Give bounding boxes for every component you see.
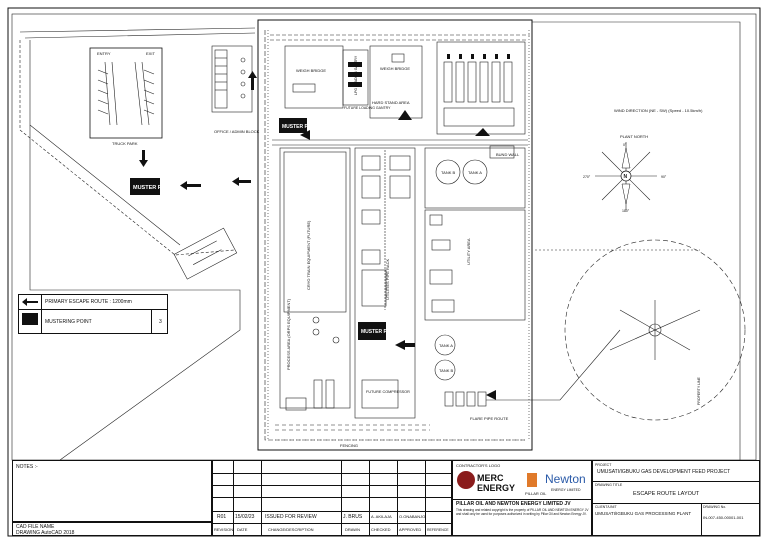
tank-b: [435, 159, 461, 185]
flare-radius-circle: [564, 239, 746, 421]
svg-text:TANK B: TANK B: [441, 170, 455, 175]
rev-approved: O.ONABANJO: [399, 514, 426, 519]
rev-drawn: J. BRUS: [343, 514, 363, 520]
jv-note: This drawing and related copyright is th…: [456, 508, 589, 516]
tank-b-lower: [434, 359, 456, 381]
truck-park-exit-label: EXIT: [146, 51, 155, 56]
plant-name: UMUSATI/IGBUKU GAS PROCESSING PLANT: [595, 511, 692, 516]
svg-text:TANK A: TANK A: [439, 343, 453, 348]
wind-direction-label: WIND DIRECTION (NE - SW) (Speed - 10.5km…: [614, 108, 703, 113]
compass-rose: N 0° 90° 180° 270°: [583, 142, 667, 213]
parking-area-lower: [173, 227, 238, 280]
svg-text:FUTURE COMPRESSOR: FUTURE COMPRESSOR: [366, 390, 410, 394]
future-compressor: [361, 379, 399, 409]
muster-point-center: MUSTER POINT: [358, 322, 399, 340]
future-loading-gantry: [342, 49, 369, 106]
flare-pipe-route-label: FLARE PIPE ROUTE: [470, 416, 509, 421]
weigh-bridge-area-left: [284, 45, 344, 109]
jv-name: PILLAR OIL AND NEWTON ENERGY LIMITED JV: [456, 501, 571, 507]
pillar-logo-icon: [527, 473, 537, 487]
muster-point-top: MUSTER POINT: [279, 118, 320, 133]
svg-text:UTILITY AREA: UTILITY AREA: [466, 238, 471, 265]
contractor-logo-box: CONTRACTOR'S LOGO MERC ENERGY PILLAR OIL…: [452, 460, 592, 536]
svg-text:MUSTER POINT: MUSTER POINT: [282, 124, 320, 130]
svg-text:TANK A: TANK A: [468, 170, 482, 175]
truck-park-entry-label: ENTRY: [97, 51, 111, 56]
tank-a: [462, 159, 488, 185]
legend-mustering-point: MUSTERING POINT: [45, 319, 92, 325]
rev-desc: ISSUED FOR REVIEW: [265, 514, 317, 520]
rev-date: 15/02/23: [235, 514, 255, 520]
pipe-rack-label: UTILITIES PIPE RACK: [385, 259, 390, 300]
svg-text:TANK B: TANK B: [439, 368, 453, 373]
compass-n: N: [624, 174, 628, 180]
project-name: UMUSATI/IGBUKU GAS DEVELOPMENT FEED PROJ…: [597, 469, 731, 475]
project-title-box: PROJECT UMUSATI/IGBUKU GAS DEVELOPMENT F…: [592, 460, 760, 536]
tank-a-lower: [434, 334, 456, 356]
svg-text:MUSTER POINT: MUSTER POINT: [361, 329, 399, 335]
newton-logo: Newton: [545, 472, 586, 486]
property-line-label: PROPERTY LINE: [697, 376, 701, 405]
hard-stand-label: HARD STAND AREA: [372, 100, 410, 105]
merc-logo-icon: [457, 471, 475, 489]
merc-energy-logo: MERC ENERGY: [477, 473, 516, 493]
plant-north-label: PLANT NORTH: [620, 134, 648, 139]
utility-area: [424, 209, 526, 321]
utilities-pipe-rack: [354, 147, 416, 419]
svg-text:0°: 0°: [623, 143, 627, 147]
legend-mustering-count: 3: [159, 319, 162, 325]
drawing-number: IN-007-450-00001-001: [703, 515, 744, 520]
truck-park: [89, 47, 163, 139]
weigh-bridge-right-label: WEIGH BRIDGE: [380, 66, 410, 71]
svg-text:90°: 90°: [661, 175, 667, 179]
future-loading-gantry-label: FUTURE LOADING GANTRY: [344, 106, 391, 110]
svg-text:180°: 180°: [622, 209, 630, 213]
revision-table: R01 15/02/23 ISSUED FOR REVIEW J. BRUS A…: [212, 460, 452, 536]
notes-box: NOTES :-: [12, 460, 212, 522]
office-label: OFFICE / ADMIN BLOCK: [214, 129, 260, 134]
rev-no: R01: [217, 514, 227, 520]
hard-stand-area: [369, 45, 423, 119]
bund-wall-area: [424, 147, 526, 209]
muster-point-left: MUSTER POINT: [130, 178, 175, 195]
escape-arrows-plant: [300, 110, 496, 400]
svg-text:BUND WALL: BUND WALL: [496, 152, 520, 157]
svg-text:270°: 270°: [583, 175, 591, 179]
cryo-train-label: CRYO TRAIN EQUIPMENT (FUTURE): [306, 220, 311, 290]
legend-box: PRIMARY ESCAPE ROUTE : 1200mm MUSTERING …: [18, 294, 168, 334]
truck-park-title: TRUCK PARK: [112, 141, 138, 146]
legend-muster-icon: [22, 313, 38, 325]
notes-title: NOTES :-: [16, 464, 38, 470]
drawing-title: ESCAPE ROUTE LAYOUT: [633, 491, 700, 497]
escape-arrows-left: [139, 71, 257, 190]
legend-escape-route: PRIMARY ESCAPE ROUTE : 1200mm: [45, 299, 132, 305]
rev-checked: A. AKILAJA: [371, 514, 392, 519]
lpg-loading-gantry-label: LPG LOADING GANTRY: [354, 55, 358, 95]
cad-info: CAD FILE NAME DRAWING AutoCAD 2018: [12, 522, 212, 536]
weigh-bridge-left-label: WEIGH BRIDGE: [296, 68, 326, 73]
svg-text:MUSTER POINT: MUSTER POINT: [133, 185, 175, 191]
office-admin-block: [211, 45, 253, 113]
process-area-label: PROCESS AREA (ORPS EQUIPMENT): [286, 298, 291, 370]
fencing-label: FENCING: [340, 443, 358, 448]
